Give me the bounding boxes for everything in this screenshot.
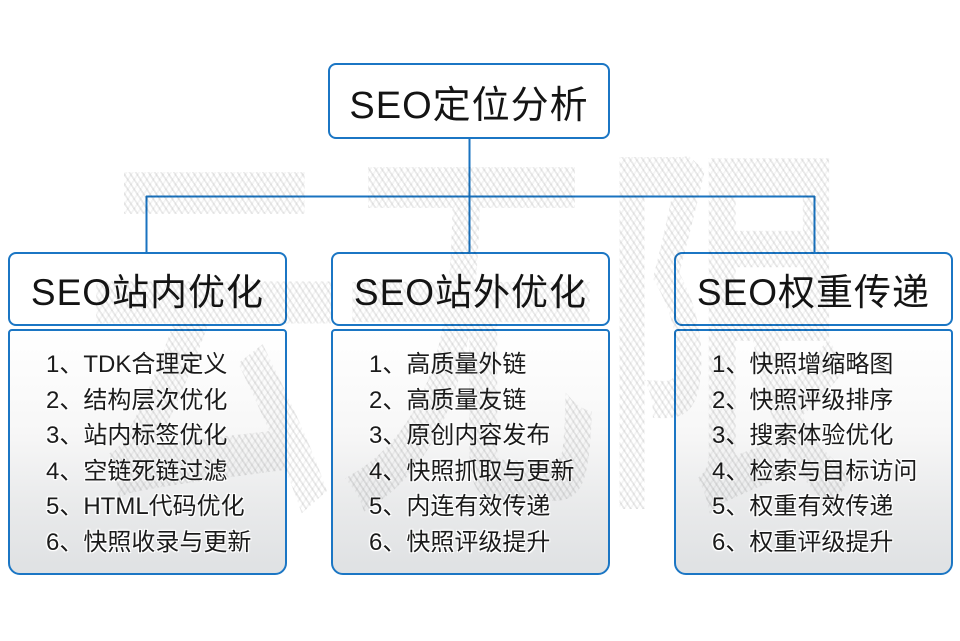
- list-item: 1、快照增缩略图: [712, 351, 894, 378]
- column-offsite-optimization: SEO站外优化 1、高质量外链 2、高质量友链 3、原创内容发布 4、快照抓取与…: [331, 252, 610, 575]
- list-item: 4、空链死链过滤: [46, 457, 228, 485]
- list-item: 6、快照收录与更新: [46, 528, 252, 556]
- list-item: 1、高质量外链: [369, 351, 527, 378]
- list-item: 6、权重评级提升: [712, 528, 894, 556]
- list-item: 4、检索与目标访问: [712, 457, 918, 485]
- column-list-weight: 1、快照增缩略图 2、快照评级排序 3、搜索体验优化 4、检索与目标访问 5、权…: [674, 329, 953, 575]
- list-item: 3、站内标签优化: [46, 422, 228, 449]
- root-node-title: SEO定位分析: [349, 84, 589, 127]
- list-item: 1、TDK合理定义: [46, 351, 228, 378]
- column-header-weight: SEO权重传递: [674, 252, 953, 326]
- column-header-offsite: SEO站外优化: [331, 252, 610, 326]
- column-title: SEO站外优化: [353, 272, 588, 313]
- column-header-onsite: SEO站内优化: [8, 252, 287, 326]
- list-item: 2、快照评级排序: [712, 386, 894, 414]
- column-weight-transfer: SEO权重传递 1、快照增缩略图 2、快照评级排序 3、搜索体验优化 4、检索与…: [674, 252, 953, 575]
- column-title: SEO站内优化: [30, 272, 265, 313]
- list-item: 3、搜索体验优化: [712, 422, 894, 449]
- column-list-onsite: 1、TDK合理定义 2、结构层次优化 3、站内标签优化 4、空链死链过滤 5、H…: [8, 329, 287, 575]
- list-item: 2、高质量友链: [369, 386, 527, 414]
- list-item: 5、内连有效传递: [369, 493, 551, 520]
- list-item: 5、权重有效传递: [712, 493, 894, 520]
- column-title: SEO权重传递: [696, 272, 931, 313]
- list-item: 6、快照评级提升: [369, 528, 551, 556]
- root-node: SEO定位分析: [328, 63, 610, 139]
- list-item: 4、快照抓取与更新: [369, 457, 575, 485]
- column-onsite-optimization: SEO站内优化 1、TDK合理定义 2、结构层次优化 3、站内标签优化 4、空链…: [8, 252, 287, 575]
- list-item: 5、HTML代码优化: [46, 493, 245, 520]
- column-list-offsite: 1、高质量外链 2、高质量友链 3、原创内容发布 4、快照抓取与更新 5、内连有…: [331, 329, 610, 575]
- list-item: 3、原创内容发布: [369, 422, 551, 449]
- list-item: 2、结构层次优化: [46, 386, 228, 414]
